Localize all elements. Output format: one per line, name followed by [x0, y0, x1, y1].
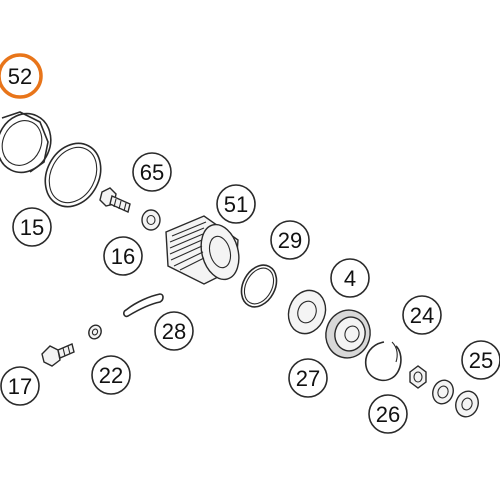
- part-65-bolt: [99, 187, 131, 213]
- callout-4[interactable]: 4: [330, 258, 370, 298]
- callout-29-label: 29: [278, 228, 302, 253]
- part-17-bolt: [41, 343, 75, 367]
- callout-16[interactable]: 16: [103, 236, 143, 276]
- part-52-ring: [0, 111, 52, 174]
- callout-22-label: 22: [99, 363, 123, 388]
- part-29-o-ring: [240, 264, 278, 308]
- callout-51-circle: [216, 184, 256, 224]
- callout-28[interactable]: 28: [154, 311, 194, 351]
- callout-15[interactable]: 15: [12, 207, 52, 247]
- callout-16-label: 16: [111, 244, 135, 269]
- part-51-filter-cylinder: [165, 215, 240, 285]
- part-25-washers: [432, 379, 479, 418]
- part-15-o-ring: [44, 142, 102, 208]
- callout-27[interactable]: 27: [288, 358, 328, 398]
- callout-26-label: 26: [376, 402, 400, 427]
- callout-24-circle: [402, 295, 442, 335]
- part-24-bearing: [325, 309, 371, 359]
- callout-25-label: 25: [469, 348, 493, 373]
- callout-16-circle: [103, 236, 143, 276]
- callout-24-label: 24: [410, 303, 434, 328]
- callout-52[interactable]: 52: [0, 53, 43, 99]
- callout-17[interactable]: 17: [0, 366, 40, 406]
- callout-25-circle: [461, 340, 500, 380]
- callout-25[interactable]: 25: [461, 340, 500, 380]
- callout-51[interactable]: 51: [216, 184, 256, 224]
- callout-29[interactable]: 29: [270, 220, 310, 260]
- part-16-washer: [141, 209, 161, 231]
- callout-52-label: 52: [8, 64, 32, 89]
- callout-17-label: 17: [8, 374, 32, 399]
- part-26-nut: [409, 365, 427, 389]
- callout-4-label: 4: [344, 266, 356, 291]
- callout-65-label: 65: [140, 160, 164, 185]
- callout-17-circle: [0, 366, 40, 406]
- callout-65[interactable]: 65: [132, 152, 172, 192]
- callout-65-circle: [132, 152, 172, 192]
- callout-24[interactable]: 24: [402, 295, 442, 335]
- callout-28-circle: [154, 311, 194, 351]
- callout-22-circle: [91, 355, 131, 395]
- callout-22[interactable]: 22: [91, 355, 131, 395]
- part-22-washer: [88, 324, 102, 340]
- callout-52-circle: [0, 53, 43, 99]
- callout-27-circle: [288, 358, 328, 398]
- callout-15-circle: [12, 207, 52, 247]
- part-4-shim: [287, 289, 327, 335]
- callout-27-label: 27: [296, 366, 320, 391]
- part-28-clip: [123, 293, 164, 318]
- callout-26[interactable]: 26: [368, 394, 408, 434]
- part-27-circlip: [364, 341, 402, 382]
- callout-15-label: 15: [20, 215, 44, 240]
- callout-29-circle: [270, 220, 310, 260]
- callout-4-circle: [330, 258, 370, 298]
- callout-28-label: 28: [162, 319, 186, 344]
- callout-26-circle: [368, 394, 408, 434]
- callout-51-label: 51: [224, 192, 248, 217]
